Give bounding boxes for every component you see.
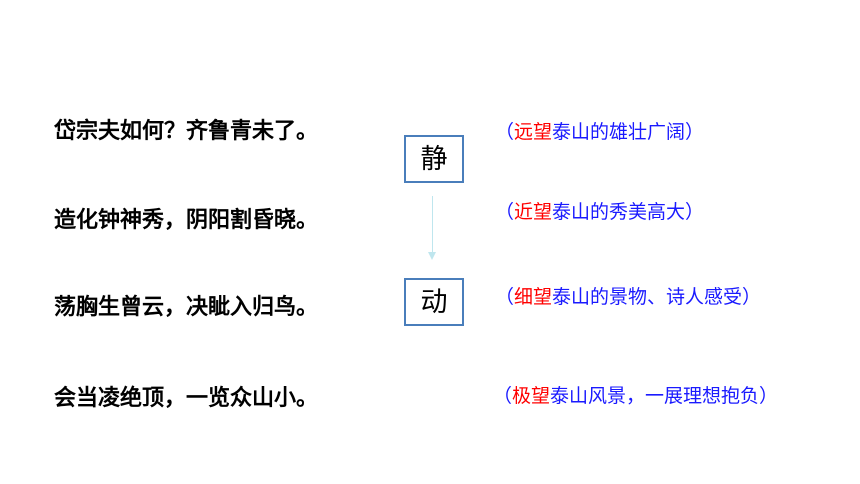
note-3: （细望泰山的景物、诗人感受） [495,288,761,307]
note-2-text: 泰山的秀美高大） [552,201,705,223]
note-4-text: 泰山风景，一展理想抱负） [550,385,779,407]
arrow-down-icon [428,252,436,260]
note-4-keyword: 极望 [512,385,551,407]
poem-line-4: 会当凌绝顶，一览众山小。 [54,386,319,411]
note-3-open: （ [495,286,515,308]
note-1-keyword: 远望 [514,121,553,143]
box-still: 静 [404,135,464,183]
poem-line-1: 岱宗夫如何？齐鲁青未了。 [54,119,319,144]
note-4-open: （ [493,385,513,407]
note-3-keyword: 细望 [514,286,553,308]
note-1: （远望泰山的雄壮广阔） [495,123,704,142]
note-1-open: （ [495,121,515,143]
note-2-keyword: 近望 [514,201,553,223]
note-1-text: 泰山的雄壮广阔） [552,121,705,143]
note-3-text: 泰山的景物、诗人感受） [552,286,762,308]
poem-line-2: 造化钟神秀，阴阳割昏晓。 [54,208,319,233]
arrow-line [432,196,433,258]
note-2-open: （ [495,201,515,223]
note-2: （近望泰山的秀美高大） [495,203,704,222]
box-motion: 动 [404,278,464,326]
note-4: （极望泰山风景，一展理想抱负） [493,387,778,406]
poem-line-3: 荡胸生曾云，决眦入归鸟。 [54,295,319,320]
